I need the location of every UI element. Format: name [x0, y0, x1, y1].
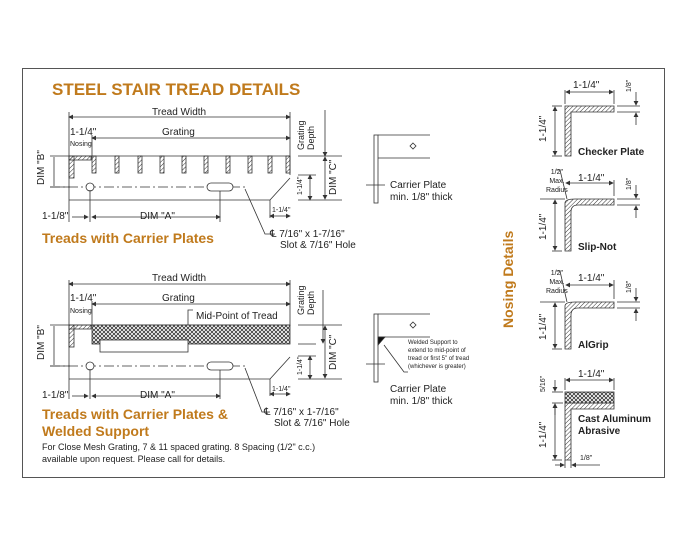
left-offset-label: 1-1/8"	[42, 211, 69, 222]
algrip-width-label: 1-1/4"	[578, 273, 605, 284]
grating-label-2: Grating	[162, 293, 195, 304]
slip-not-radius-label: 1/2" Max. Radius	[546, 169, 568, 194]
cast-aluminum-bottom-thickness-label: 1/8"	[580, 455, 593, 462]
checker-plate-label: Checker Plate	[578, 147, 645, 158]
checker-thickness-label: 1/8"	[626, 79, 633, 92]
algrip-height-label: 1-1/4"	[538, 313, 549, 340]
cast-aluminum-height-label: 1-1/4"	[538, 421, 549, 448]
tread-width-label-2: Tread Width	[152, 273, 207, 284]
footnote-line1: For Close Mesh Grating, 7 & 11 spaced gr…	[42, 442, 316, 452]
tread-width-label: Tread Width	[152, 107, 207, 118]
slot-note-line1: ℄ 7/16" x 1-7/16"	[270, 229, 345, 240]
right-horizontal-dim-label: 1-1/4"	[272, 207, 291, 214]
carrier-plate-thickness-1: min. 1/8" thick	[390, 192, 453, 203]
carrier-plate-label-1: Carrier Plate	[390, 180, 447, 191]
nosing-slip-not-drawing	[540, 169, 640, 252]
right-vertical-dim-label: 1-1/4"	[297, 176, 304, 195]
algrip-label: AlGrip	[578, 340, 609, 351]
tread-drawing-1	[50, 110, 342, 235]
slip-not-width-label: 1-1/4"	[578, 173, 605, 184]
checker-width-label: 1-1/4"	[573, 80, 600, 91]
slip-not-thickness-label: 1/8"	[626, 177, 633, 190]
section1-title: Treads with Carrier Plates	[42, 230, 214, 246]
carrier-plate-label-2: Carrier Plate	[390, 384, 447, 395]
nosing-checker-plate-drawing	[552, 89, 640, 157]
right-horizontal-dim-label-2: 1-1/4"	[272, 386, 291, 393]
nosing-label: Nosing	[70, 141, 92, 148]
slot-note-line1-2: ℄ 7/16" x 1-7/16"	[264, 407, 339, 418]
right-vertical-dim-label-2: 1-1/4"	[297, 356, 304, 375]
dim-b-label: DIM "B"	[36, 150, 47, 185]
checker-height-label: 1-1/4"	[538, 115, 549, 142]
carrier-plate-detail-2	[366, 313, 430, 383]
slot-note-line2: Slot & 7/16" Hole	[280, 240, 356, 251]
dim-a-label: DIM "A"	[140, 211, 175, 222]
tread-drawing-2	[50, 280, 342, 413]
cast-aluminum-top-thickness-label: 5/16"	[540, 375, 547, 392]
algrip-radius-label: 1/2" Max. Radius	[546, 270, 568, 295]
dim-c-label: DIM "C"	[328, 159, 339, 195]
cast-aluminum-label-line1: Cast Aluminum	[578, 414, 651, 425]
mid-point-label: Mid-Point of Tread	[196, 311, 278, 322]
slip-not-height-label: 1-1/4"	[538, 213, 549, 240]
slip-not-label: Slip-Not	[578, 242, 617, 253]
slot-note-line2-2: Slot & 7/16" Hole	[274, 418, 350, 429]
carrier-plate-thickness-2: min. 1/8" thick	[390, 396, 453, 407]
nosing-label-2: Nosing	[70, 308, 92, 315]
footnote-line2: available upon request. Please call for …	[42, 454, 226, 464]
grating-label: Grating	[162, 127, 195, 138]
left-offset-label-2: 1-1/8"	[42, 390, 69, 401]
cast-aluminum-width-label: 1-1/4"	[578, 369, 605, 380]
nosing-details-title: Nosing Details	[500, 230, 516, 328]
section2-title: Treads with Carrier Plates & Welded Supp…	[42, 406, 228, 440]
carrier-plate-detail-1	[366, 134, 430, 204]
algrip-thickness-label: 1/8"	[626, 280, 633, 293]
welded-support-note: Welded Support to extend to mid-point of…	[408, 340, 470, 370]
dim-b-label-2: DIM "B"	[36, 325, 47, 360]
cast-aluminum-label-line2: Abrasive	[578, 426, 621, 437]
dim-c-label-2: DIM "C"	[328, 334, 339, 370]
section2-title-line2: Welded Support	[42, 423, 150, 439]
dim-a-label-2: DIM "A"	[140, 390, 175, 401]
section2-title-line1: Treads with Carrier Plates &	[42, 406, 228, 422]
nosing-cast-aluminum-drawing	[552, 377, 615, 468]
grating-depth-label: Grating Depth	[296, 120, 316, 150]
nosing-algrip-drawing	[540, 270, 640, 350]
nosing-dim-label-2: 1-1/4"	[70, 293, 97, 304]
grating-depth-label-2: Grating Depth	[296, 285, 316, 315]
main-title: STEEL STAIR TREAD DETAILS	[52, 80, 301, 99]
nosing-dim-label: 1-1/4"	[70, 127, 97, 138]
